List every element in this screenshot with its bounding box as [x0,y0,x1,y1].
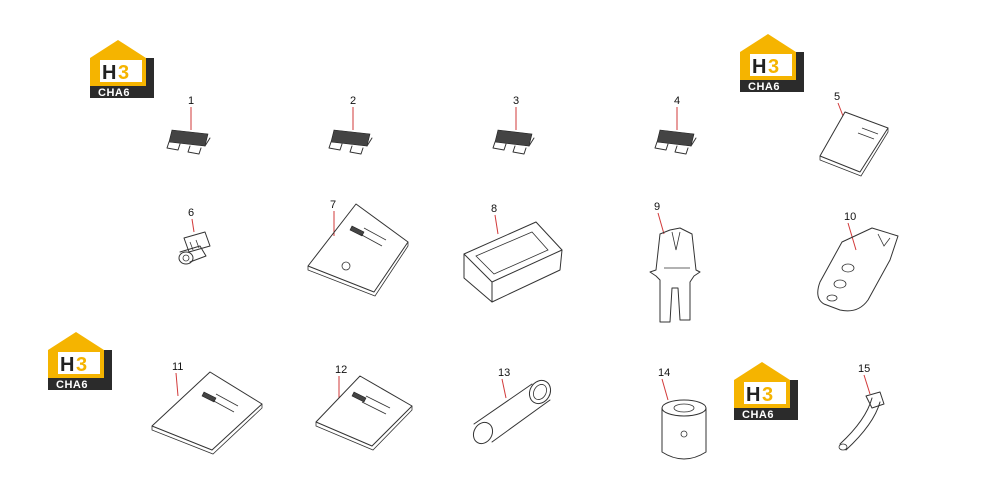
part-label-9: 9 [654,201,660,213]
part-9-coverall[interactable]: 9 [649,201,701,323]
brand-logo-top-right: H 3 CHA6 [740,34,804,93]
part-15-hose[interactable]: 15 [838,363,885,451]
part-13-tube[interactable]: 13 [470,367,555,447]
brand-logo-bottom-right: H 3 CHA6 [734,362,798,421]
logo-mark-accent: 3 [118,62,129,84]
logo-mark-main: H [60,354,74,376]
logo-subtext: CHA6 [56,379,88,391]
part-3-fuse[interactable]: 3 [492,95,535,155]
part-label-11: 11 [172,361,183,373]
logo-mark-accent: 3 [76,354,87,376]
part-label-10: 10 [844,211,856,223]
logo-mark-main: H [746,384,760,406]
part-7-manual[interactable]: 7 [307,199,409,297]
part-label-14: 14 [658,367,670,379]
part-label-12: 12 [335,364,347,376]
part-10-flashlight[interactable]: 10 [817,211,899,312]
logo-subtext: CHA6 [98,87,130,99]
brand-logo-top-left: H 3 CHA6 [90,40,154,99]
logo-mark-accent: 3 [762,384,773,406]
part-label-15: 15 [858,363,870,375]
part-6-connector[interactable]: 6 [178,207,211,265]
logo-subtext: CHA6 [748,81,780,93]
part-5-booklet[interactable]: 5 [819,91,889,177]
brand-logo-bottom-left: H 3 CHA6 [48,332,112,391]
part-2-fuse[interactable]: 2 [328,95,373,155]
part-1-fuse[interactable]: 1 [166,95,211,155]
part-label-4: 4 [674,95,680,107]
logo-mark-main: H [102,62,116,84]
part-12-manual[interactable]: 12 [315,364,413,451]
part-label-2: 2 [350,95,356,107]
logo-subtext: CHA6 [742,409,774,421]
logo-mark-main: H [752,56,766,78]
part-8-box[interactable]: 8 [463,203,563,303]
part-14-filter[interactable]: 14 [658,367,707,460]
part-label-5: 5 [834,91,840,103]
part-label-1: 1 [188,95,194,107]
part-label-6: 6 [188,207,194,219]
part-label-8: 8 [491,203,497,215]
part-label-13: 13 [498,367,510,379]
part-label-3: 3 [513,95,519,107]
logo-mark-accent: 3 [768,56,779,78]
part-4-fuse[interactable]: 4 [654,95,697,155]
part-label-7: 7 [330,199,336,211]
part-11-manual[interactable]: 11 [151,361,263,455]
